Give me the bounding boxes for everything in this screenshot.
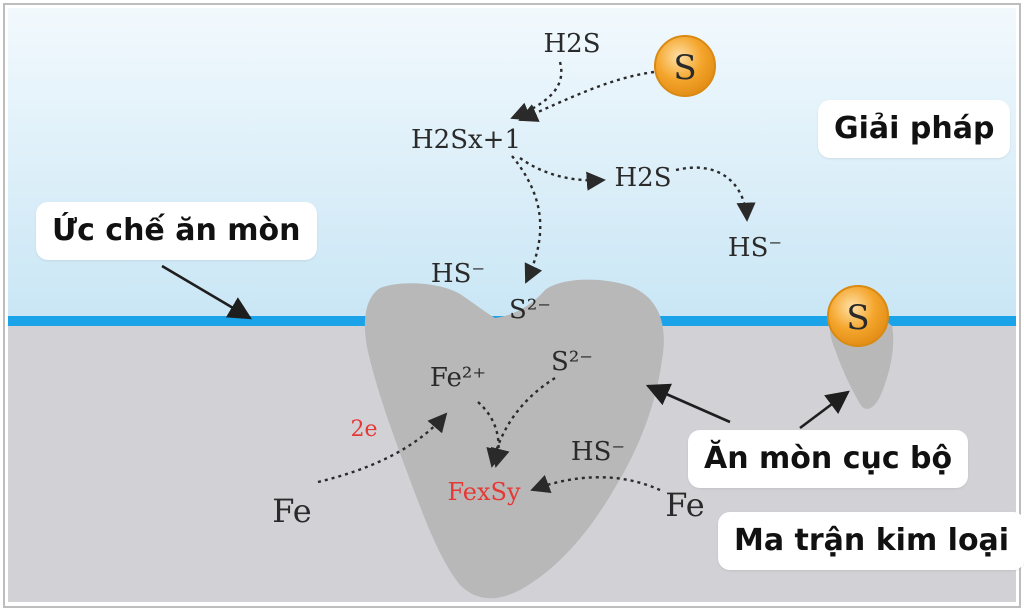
arrow-polysulfide-to-s2 <box>511 155 543 284</box>
arrow-local-corrosion-pit <box>645 383 731 424</box>
hs-inner-label: HS⁻ <box>571 437 625 467</box>
sulfur-particle-top: S <box>654 35 716 97</box>
sulfur-label-pit: S <box>846 298 869 338</box>
s2-surface-label: S²⁻ <box>509 295 551 325</box>
sulfur-label-top: S <box>673 48 696 88</box>
fe-left-label: Fe <box>272 492 311 530</box>
arrow-s2-to-fexsy <box>486 376 556 468</box>
arrow-sulfur-to-polysulfide <box>518 70 655 122</box>
arrow-polysulfide-to-h2s <box>519 157 606 191</box>
h2s-top-label: H2S <box>543 29 600 59</box>
electrons-label: 2e <box>350 417 377 442</box>
arrow-local-corrosion-small <box>799 390 850 430</box>
h2s-right-label: H2S <box>614 163 671 193</box>
polysulfide-label: H2Sx+1 <box>411 125 521 155</box>
solution-region <box>8 8 1016 319</box>
s2-inner-label: S²⁻ <box>551 347 593 377</box>
arrow-inhibitor-callout <box>161 264 253 320</box>
fexsy-label: FexSy <box>447 478 521 506</box>
hs-right-label: HS⁻ <box>728 233 782 263</box>
corrosion-pit <box>364 279 664 599</box>
callout-arrows <box>161 264 850 430</box>
reaction-arrows <box>317 61 756 493</box>
local-corrosion-callout: Ăn mòn cục bộ <box>688 430 969 488</box>
arrow-fe-to-fexsy <box>530 474 661 493</box>
fe2-label: Fe²⁺ <box>430 363 486 393</box>
inhibitor-callout: Ức chế ăn mòn <box>36 202 317 260</box>
sulfur-particle-pit: S <box>827 285 889 347</box>
solution-callout: Giải pháp <box>818 100 1011 158</box>
fe-right-label: Fe <box>665 486 704 524</box>
metal-matrix-callout: Ma trận kim loại <box>718 512 1024 570</box>
hs-left-label: HS⁻ <box>431 259 485 289</box>
